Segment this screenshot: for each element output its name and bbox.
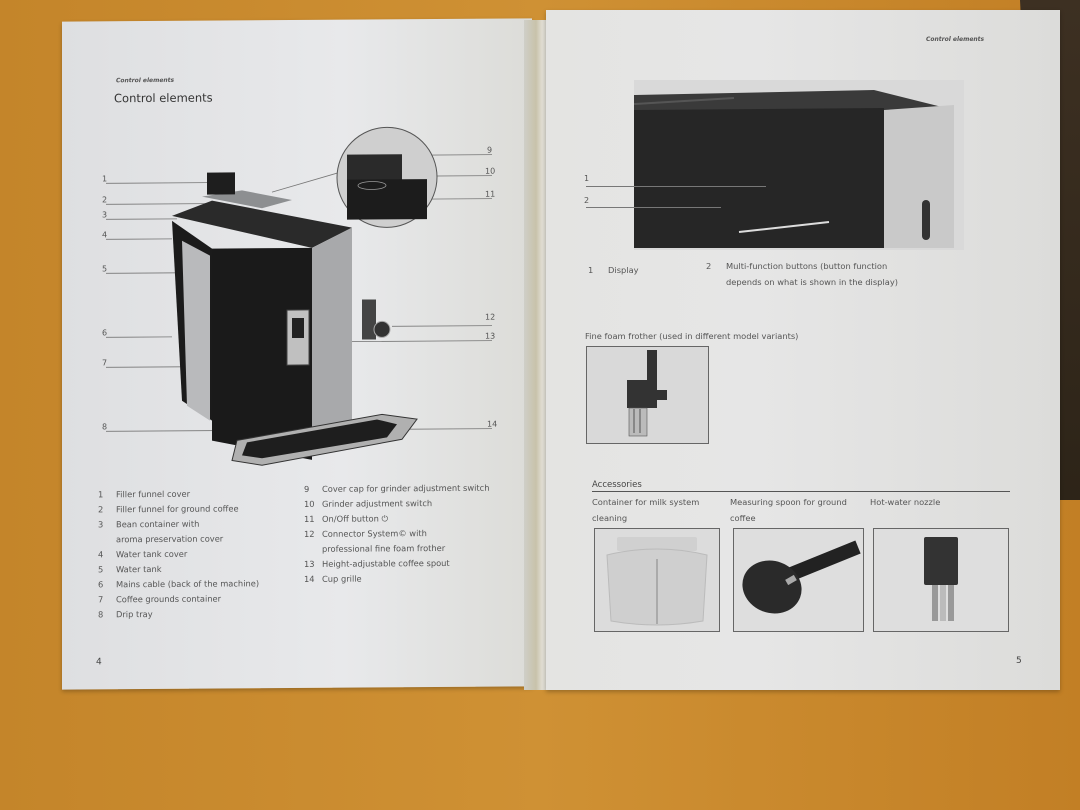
measuring-spoon-image: [733, 528, 864, 632]
accessory-label: Hot-water nozzle: [870, 497, 941, 507]
callout-10: 10: [485, 166, 496, 176]
page-number: 4: [96, 657, 102, 668]
page-title: Control elements: [114, 90, 213, 106]
left-page: Control elements Control elements: [62, 18, 532, 690]
callout-3: 3: [102, 210, 108, 220]
callout-line: [586, 207, 721, 208]
callout-line: [586, 186, 766, 187]
accessory-label: Measuring spoon for ground coffee: [730, 497, 847, 523]
hot-water-nozzle-icon: [924, 537, 958, 621]
coffee-machine-illustration: [106, 126, 492, 466]
fine-foam-frother-image: [586, 346, 709, 444]
callout-7: 7: [102, 358, 108, 368]
callout-11: 11: [485, 189, 496, 199]
callout-13: 13: [485, 331, 496, 341]
running-head: Control elements: [926, 36, 985, 43]
running-head: Control elements: [116, 76, 175, 85]
accessories-rule: [592, 491, 1010, 492]
accessories-heading: Accessories: [592, 480, 642, 490]
callout-8: 8: [102, 422, 108, 432]
callout-1: 1: [102, 174, 108, 184]
callout-2: 2: [102, 195, 108, 205]
measuring-spoon-icon: [742, 540, 861, 614]
callout-14: 14: [487, 419, 498, 429]
callout-9: 9: [487, 145, 493, 155]
callout-1: 1: [584, 174, 590, 183]
legend-item: professional fine foam frother: [322, 542, 446, 554]
callout-4: 4: [102, 230, 108, 240]
display-closeup-photo: [634, 80, 964, 250]
callout-12: 12: [485, 312, 496, 322]
legend-item: aroma preservation cover: [116, 533, 224, 545]
callout-2: 2: [584, 196, 590, 205]
callout-6: 6: [102, 328, 108, 338]
milk-container-image: [594, 528, 720, 632]
milk-container-icon: [606, 537, 708, 626]
page-number: 5: [1016, 656, 1022, 666]
fine-foam-frother-icon: [627, 350, 667, 437]
accessory-label: Container for milk system cleaning: [592, 497, 700, 523]
callout-5: 5: [102, 264, 108, 274]
hot-water-nozzle-image: [873, 528, 1009, 632]
frother-caption: Fine foam frother (used in different mod…: [585, 331, 799, 341]
